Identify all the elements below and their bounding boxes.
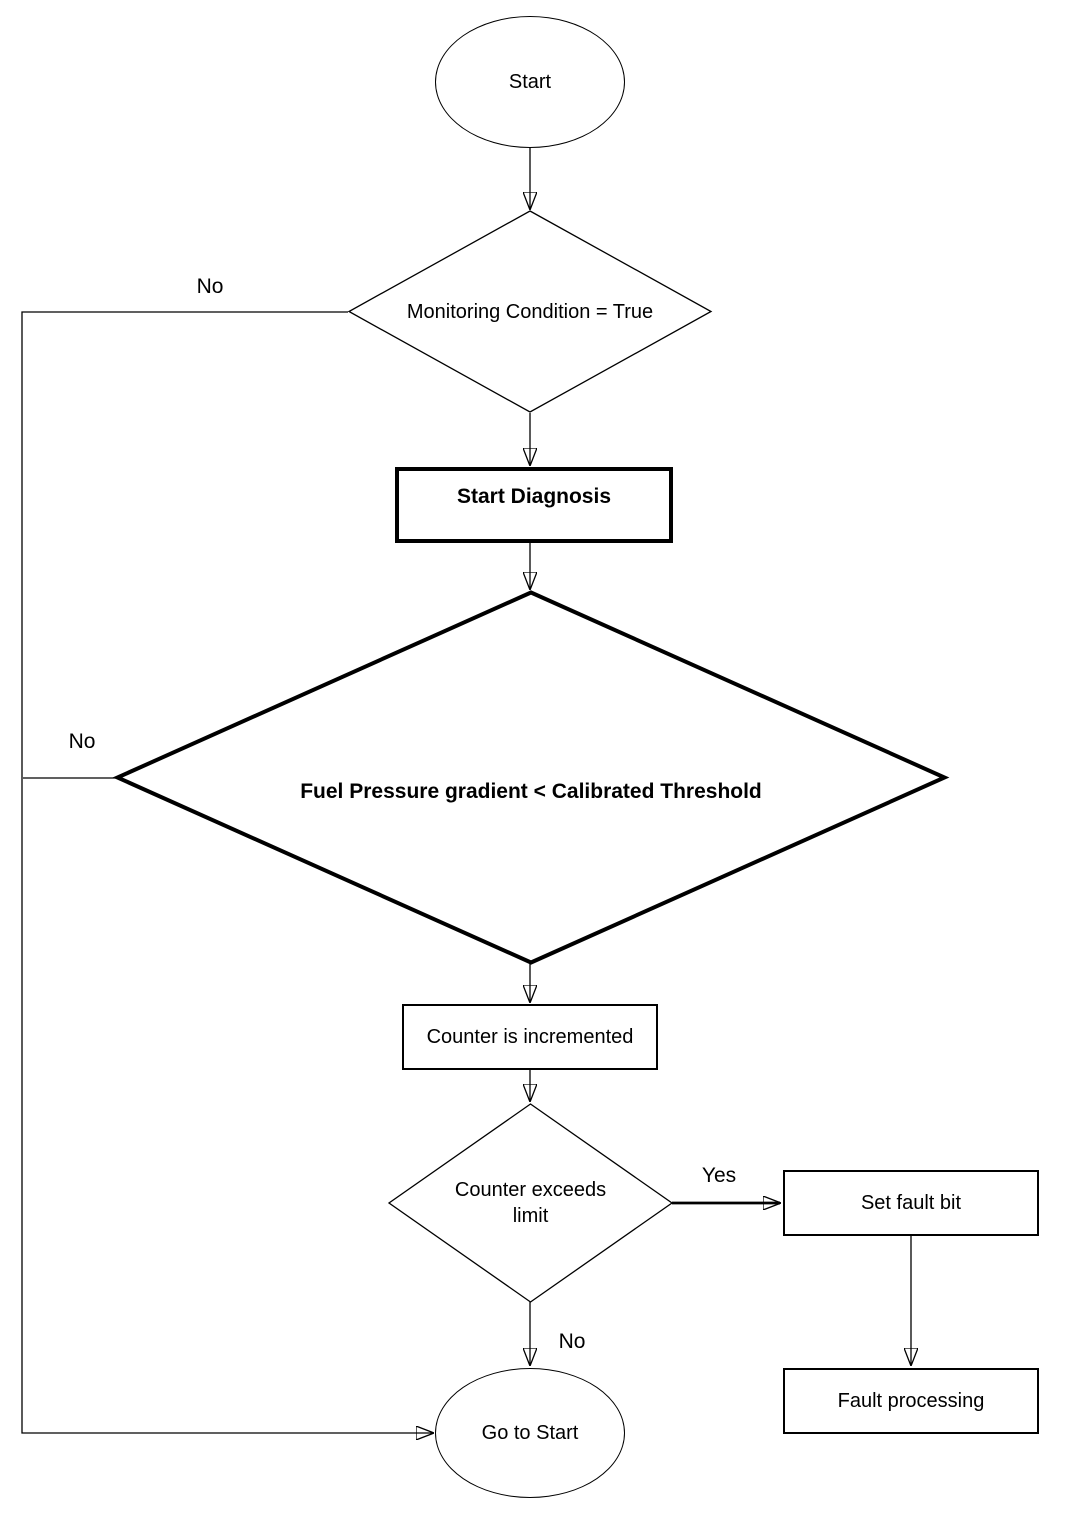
node-start: Start bbox=[435, 16, 625, 148]
node-go-to-start: Go to Start bbox=[435, 1368, 625, 1498]
node-monitoring-condition-label: Monitoring Condition = True bbox=[406, 300, 654, 323]
node-counter-incremented-label: Counter is incremented bbox=[426, 1026, 634, 1048]
node-monitoring-condition: Monitoring Condition = True bbox=[347, 210, 713, 413]
node-fault-processing-label: Fault processing bbox=[837, 1390, 985, 1412]
node-fuel-pressure-gradient: Fuel Pressure gradient < Calibrated Thre… bbox=[112, 590, 950, 965]
node-start-label: Start bbox=[508, 71, 552, 93]
edge-monitoring-no-loop bbox=[21, 311, 433, 1433]
monitoring-diamond-shape bbox=[347, 210, 713, 413]
node-counter-exceeds-limit: Counter exceeds limit bbox=[387, 1103, 674, 1303]
node-fuel-pressure-gradient-label: Fuel Pressure gradient < Calibrated Thre… bbox=[300, 779, 762, 803]
node-go-to-start-label: Go to Start bbox=[481, 1422, 579, 1444]
node-set-fault-bit: Set fault bit bbox=[783, 1170, 1039, 1236]
edge-label-no-monitoring: No bbox=[196, 275, 224, 298]
node-counter-incremented: Counter is incremented bbox=[402, 1004, 658, 1070]
node-set-fault-bit-label: Set fault bit bbox=[860, 1192, 962, 1214]
node-start-diagnosis: Start Diagnosis bbox=[395, 467, 673, 543]
edge-label-yes-counter: Yes bbox=[701, 1164, 737, 1187]
node-start-diagnosis-label: Start Diagnosis bbox=[456, 485, 612, 508]
counter-diamond-shape bbox=[387, 1103, 674, 1303]
edge-label-no-counter: No bbox=[558, 1330, 586, 1353]
fuel-diamond-shape bbox=[112, 590, 950, 965]
node-fault-processing: Fault processing bbox=[783, 1368, 1039, 1434]
node-counter-exceeds-limit-label: Counter exceeds limit bbox=[454, 1179, 607, 1227]
edge-label-no-fuel: No bbox=[68, 730, 96, 753]
